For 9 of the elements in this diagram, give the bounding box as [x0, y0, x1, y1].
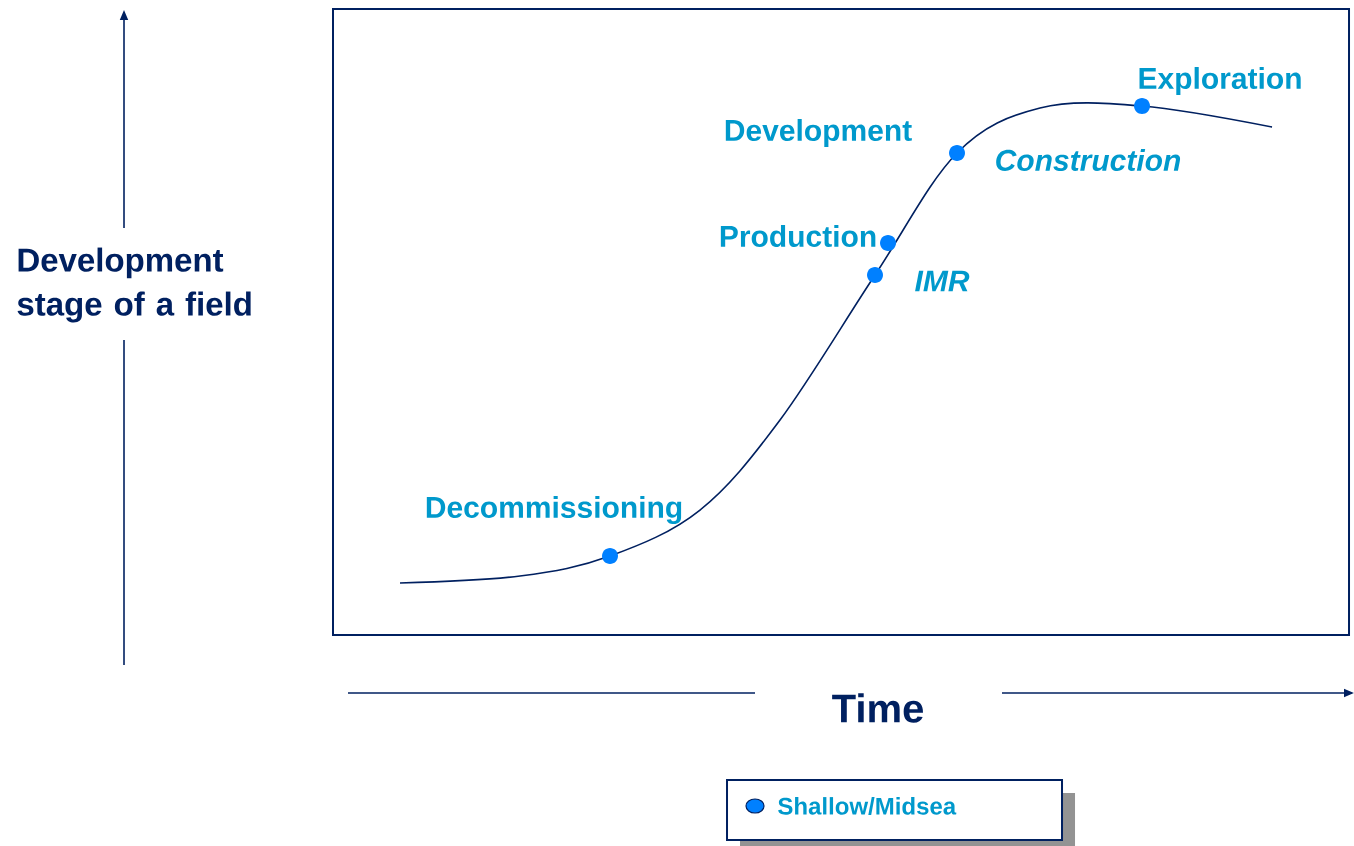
stage-label: Decommissioning [426, 495, 682, 525]
stage-label: Development [725, 119, 912, 147]
stage-label: Production [720, 225, 876, 247]
stage-label: Exploration [1139, 67, 1301, 95]
stage-label: Construction [996, 149, 1181, 171]
stage-label: IMR [915, 270, 970, 292]
axis-title: Development stage of a field [17, 247, 251, 323]
axis-title: Time [832, 693, 923, 723]
legend-box: Shallow/Midsea [726, 779, 1075, 846]
